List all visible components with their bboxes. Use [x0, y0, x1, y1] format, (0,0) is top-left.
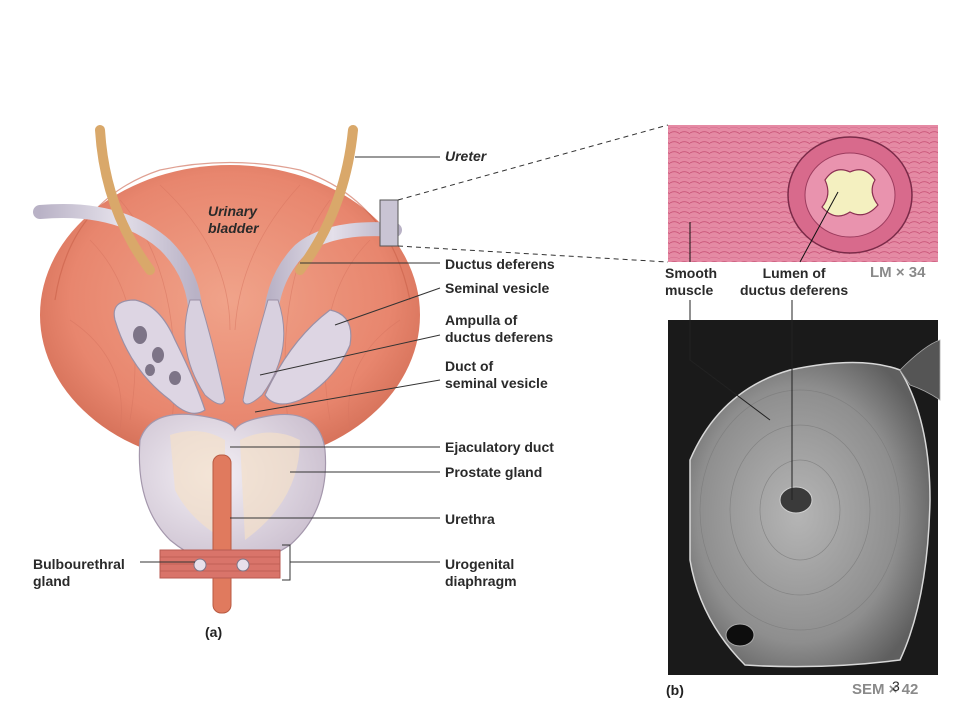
label-urinary-bladder: Urinary bladder — [208, 203, 259, 236]
label-ejaculatory-duct: Ejaculatory duct — [445, 439, 554, 455]
label-seminal-vesicle: Seminal vesicle — [445, 280, 550, 296]
label-smooth-muscle: Smooth muscle — [665, 265, 718, 298]
leader-lines-a — [140, 156, 441, 581]
label-prostate-gland: Prostate gland — [445, 464, 543, 480]
label-bulbourethral-gland: Bulbourethral gland — [33, 556, 125, 589]
projection-lines — [397, 124, 669, 263]
ductus-deferens-left — [33, 203, 203, 337]
ureter-left — [95, 125, 155, 275]
label-ductus-deferens: Ductus deferens — [445, 256, 555, 272]
bulbourethral-gland-right — [236, 558, 250, 572]
ampulla-left — [184, 299, 226, 405]
sem-image — [668, 320, 941, 675]
urethra-shape — [212, 454, 232, 614]
label-duct-of-seminal-vesicle: Duct of seminal vesicle — [445, 358, 548, 391]
lm-lumen-shape — [821, 169, 879, 217]
seminal-vesicle-cavities — [133, 326, 181, 385]
label-ampulla: Ampulla of ductus deferens — [445, 312, 554, 345]
leader-lines-lm — [689, 191, 839, 263]
ureter-right — [295, 125, 358, 275]
label-lm-scale: LM × 34 — [870, 264, 926, 281]
diaphragm-striations — [160, 556, 280, 572]
label-sem-scale: SEM × 42 — [852, 681, 919, 698]
prostate-gland-shape — [138, 413, 327, 566]
ampulla-right — [242, 299, 285, 405]
label-ureter: Ureter — [445, 148, 487, 164]
panel-a-anatomy — [33, 124, 669, 614]
label-urethra: Urethra — [445, 511, 495, 527]
panel-label-b: (b) — [666, 682, 684, 698]
section-box — [379, 199, 399, 247]
label-urogenital-diaphragm: Urogenital diaphragm — [445, 556, 517, 589]
leader-lines-sem — [689, 300, 793, 500]
page-number: 3 — [892, 678, 900, 694]
seminal-vesicle-right — [264, 309, 352, 405]
sem-tissue-shape — [689, 361, 931, 668]
panel-label-a: (a) — [205, 624, 223, 640]
sem-lumen-shape — [779, 486, 813, 514]
bulbourethral-gland-left — [193, 558, 207, 572]
lm-histology-image — [668, 125, 938, 262]
label-lumen-of-ductus-deferens: Lumen of ductus deferens — [740, 265, 849, 298]
